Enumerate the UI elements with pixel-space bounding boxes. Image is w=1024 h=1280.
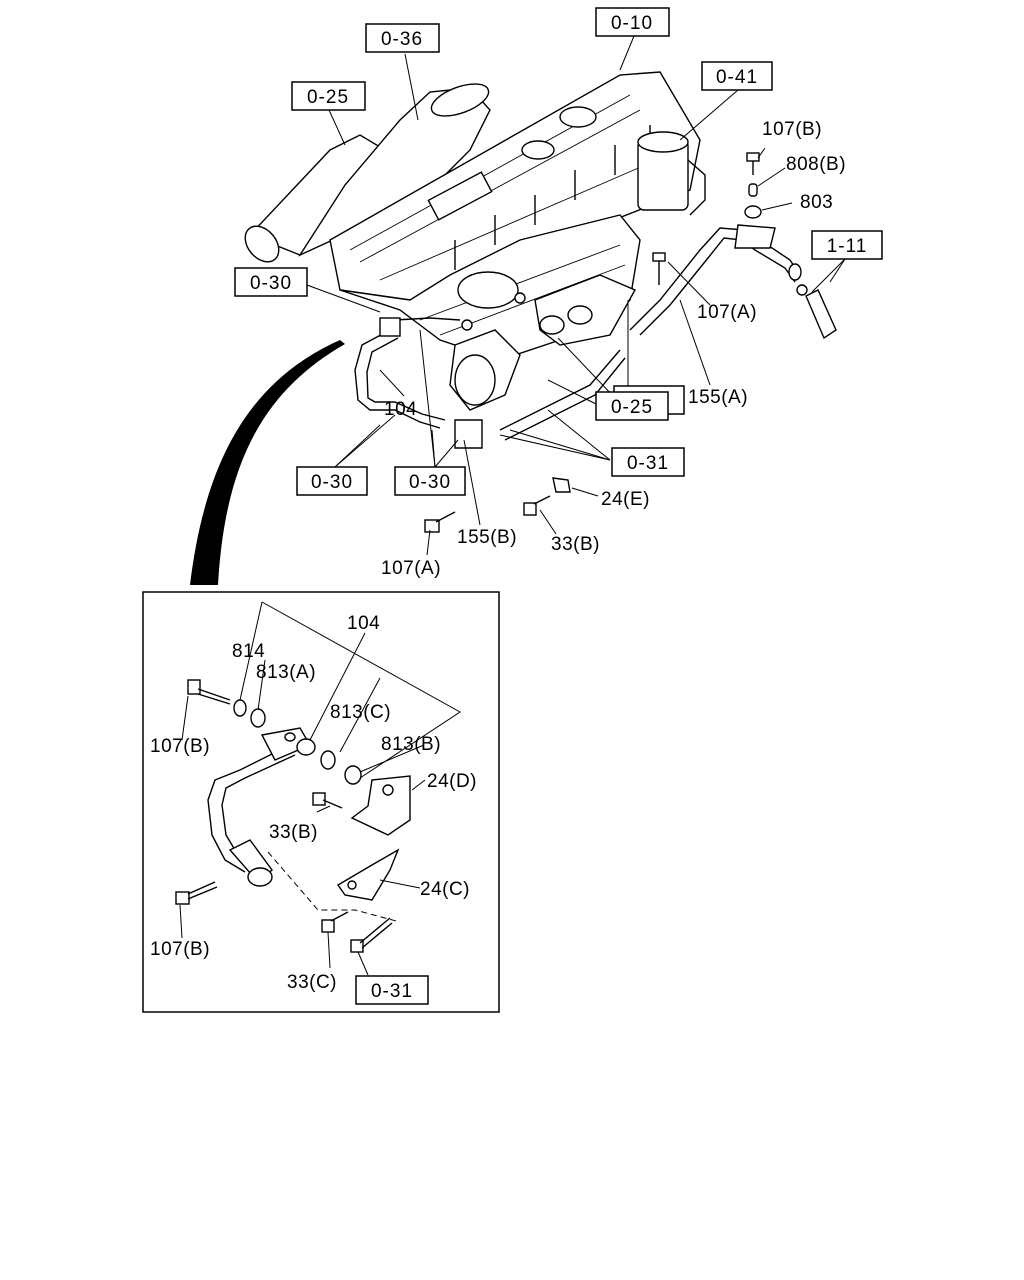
label-107a-right: 107(A) <box>697 302 757 323</box>
label-24c: 24(C) <box>420 879 470 900</box>
label-107a-bottom: 107(A) <box>381 558 441 579</box>
bracket-24d <box>350 775 411 836</box>
hose-1-11 <box>796 284 837 340</box>
detail-bolt-107b-top <box>187 679 231 705</box>
bolt-33b-main <box>523 495 551 516</box>
label-107b-detail-top: 107(B) <box>150 736 210 757</box>
seal-813b <box>344 765 362 785</box>
label-803: 803 <box>800 192 833 213</box>
detail-pipe-104 <box>207 727 316 887</box>
ref-box-0-31-mid: 0-31 <box>611 447 685 477</box>
label-24d: 24(D) <box>427 771 477 792</box>
water-pipe-155a <box>629 224 802 336</box>
svg-text:0-30: 0-30 <box>250 273 292 294</box>
label-155b: 155(B) <box>457 527 517 548</box>
ref-box-0-36: 0-36 <box>365 23 440 53</box>
label-24e: 24(E) <box>601 489 650 510</box>
label-155a: 155(A) <box>688 387 748 408</box>
svg-text:0-31: 0-31 <box>371 981 413 1002</box>
ref-box-0-30-bottom-left: 0-30 <box>296 466 368 496</box>
detail-inset: 814 104 813(A) 813(C) 107(B) 813(B) 24(D… <box>142 591 500 1013</box>
bracket-24c <box>336 848 400 901</box>
svg-text:1-11: 1-11 <box>827 236 868 257</box>
nut-803 <box>744 205 762 219</box>
ref-box-0-30-bottom-mid: 0-30 <box>394 466 466 496</box>
seal-813c <box>320 750 336 770</box>
label-33c: 33(C) <box>287 972 337 993</box>
label-813b: 813(B) <box>381 734 441 755</box>
svg-text:0-25: 0-25 <box>307 87 349 108</box>
svg-text:0-10: 0-10 <box>611 13 653 34</box>
clip-24e <box>552 477 571 493</box>
water-pipe-155b <box>454 349 626 449</box>
label-104-main: 104 <box>384 399 417 420</box>
ref-box-1-11: 1-11 <box>811 230 883 260</box>
detail-callout-arrow <box>190 340 345 585</box>
label-814: 814 <box>232 641 265 662</box>
detail-bolt-33b <box>312 792 343 809</box>
washer-808b <box>748 183 758 197</box>
svg-text:0-30: 0-30 <box>311 472 353 493</box>
washer-814 <box>233 699 247 717</box>
svg-text:0-25: 0-25 <box>611 397 653 418</box>
detail-bolt-0-31 <box>350 917 393 953</box>
ref-box-0-25-mid: 0-25 <box>595 391 669 421</box>
engine-assembly-drawing <box>244 71 706 411</box>
ref-box-0-41: 0-41 <box>701 61 773 91</box>
leader-lines <box>306 35 846 556</box>
label-813c: 813(C) <box>330 702 391 723</box>
label-808b: 808(B) <box>786 154 846 175</box>
svg-text:0-36: 0-36 <box>381 29 423 50</box>
svg-text:0-31: 0-31 <box>627 453 669 474</box>
ref-box-0-31-detail: 0-31 <box>355 975 429 1005</box>
bolt-107a-bottom <box>424 511 456 533</box>
water-pipe-104 <box>354 317 446 429</box>
svg-text:0-30: 0-30 <box>409 472 451 493</box>
seal-813a <box>250 708 266 728</box>
svg-text:0-41: 0-41 <box>716 67 758 88</box>
ref-box-0-30-left: 0-30 <box>234 267 308 297</box>
bolt-107b-top <box>746 152 760 175</box>
detail-bolt-107b-bottom <box>175 881 218 905</box>
bolt-107a-right <box>652 252 666 285</box>
label-107b-detail-bottom: 107(B) <box>150 939 210 960</box>
label-104-detail: 104 <box>347 613 380 634</box>
detail-leader-lines <box>179 601 461 976</box>
label-813a: 813(A) <box>256 662 316 683</box>
ref-box-0-25-top: 0-25 <box>291 81 366 111</box>
label-33b-main: 33(B) <box>551 534 600 555</box>
ref-box-0-10: 0-10 <box>595 7 670 37</box>
label-107b-top: 107(B) <box>762 119 822 140</box>
label-33b-detail: 33(B) <box>269 822 318 843</box>
